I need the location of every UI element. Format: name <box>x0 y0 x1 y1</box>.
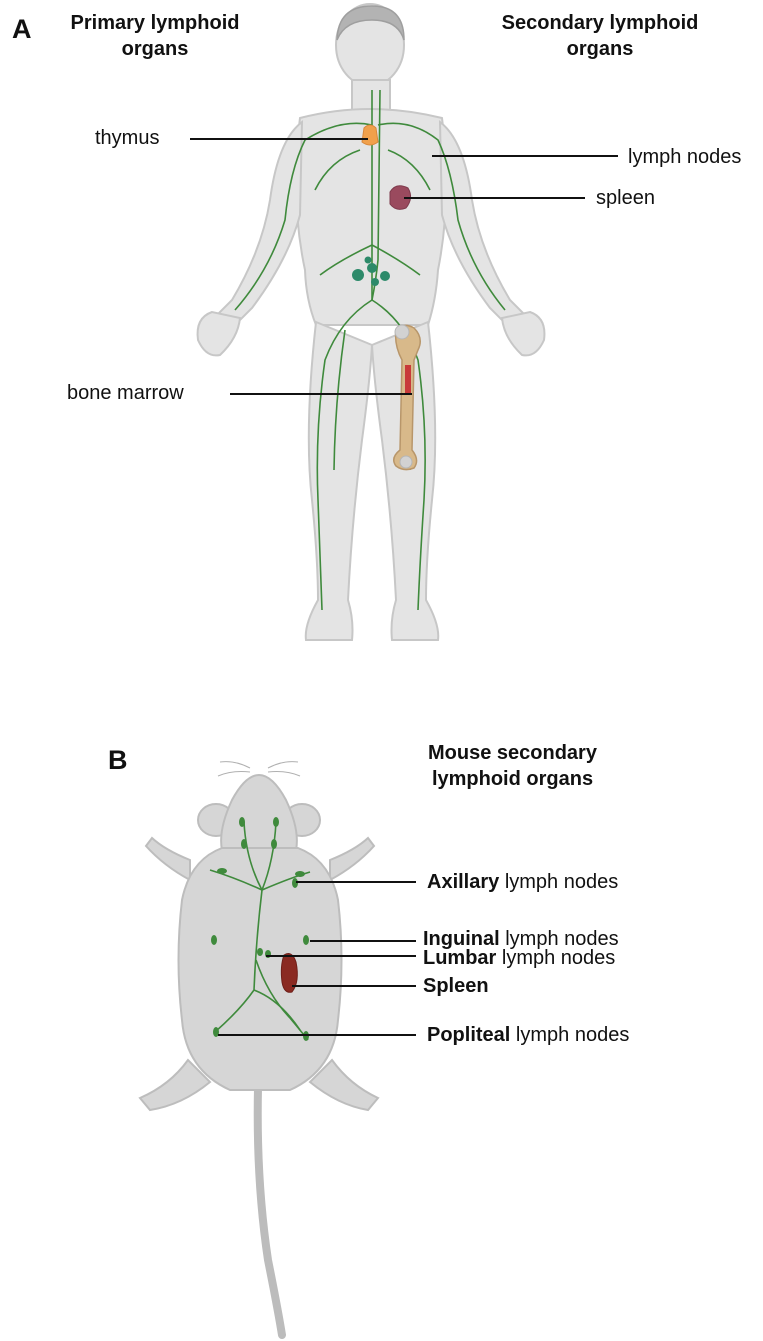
mouse-tail <box>258 1088 282 1335</box>
mouse-left-front-leg <box>146 838 190 880</box>
human-figure <box>198 4 545 640</box>
thymus-organ <box>362 125 378 145</box>
human-left-arm <box>212 122 302 330</box>
human-right-hand <box>502 312 544 355</box>
human-right-arm <box>440 122 530 330</box>
mouse-figure <box>140 775 378 1335</box>
human-left-hand <box>198 312 240 355</box>
bone-marrow-cavity <box>405 365 411 395</box>
mouse-whiskers <box>218 762 300 776</box>
human-left-leg <box>306 322 372 640</box>
human-neck <box>352 80 390 112</box>
mouse-head <box>221 775 297 850</box>
mouse-right-front-leg <box>330 838 374 880</box>
